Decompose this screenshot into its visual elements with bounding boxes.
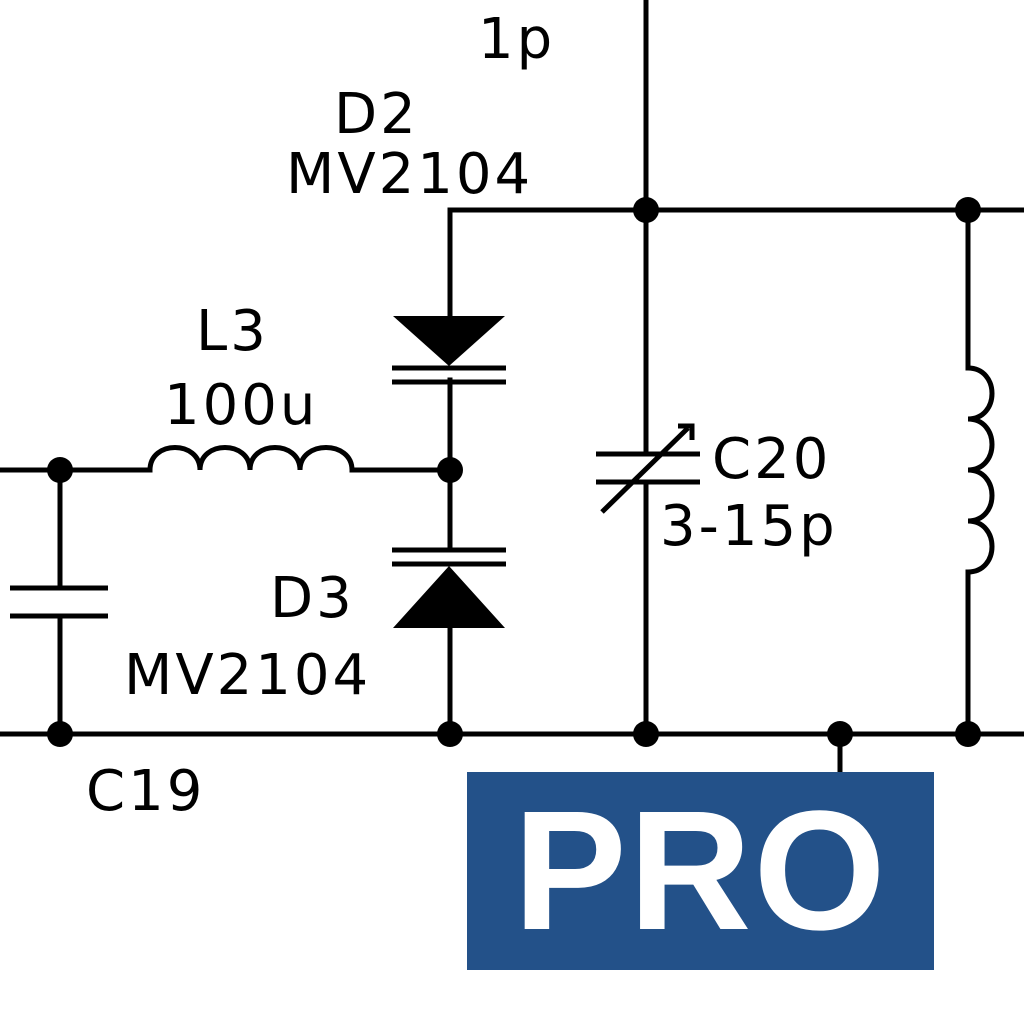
c19-ref-label: C19 — [86, 759, 205, 824]
diode-d2-symbol — [392, 316, 506, 385]
node-bottom-right — [955, 721, 981, 747]
l3-value-label: 100u — [164, 373, 318, 438]
d2-ref-label: D2 — [334, 82, 419, 147]
d3-part-label: MV2104 — [124, 643, 371, 708]
node-left — [47, 457, 73, 483]
c20-value-label: 3-15p — [660, 494, 838, 559]
capacitor-c19-symbol — [10, 585, 108, 619]
c20-ref-label: C20 — [712, 427, 831, 492]
diode-d3-symbol — [392, 547, 506, 628]
l3-ref-label: L3 — [196, 299, 269, 364]
node-top-right — [955, 197, 981, 223]
node-diode-mid — [437, 457, 463, 483]
node-top-center — [633, 197, 659, 223]
wires — [0, 0, 1024, 775]
junction-nodes — [47, 197, 981, 747]
cap-top-value-label: 1p — [478, 7, 555, 72]
variable-capacitor-c20-symbol — [596, 423, 700, 514]
node-bottom-stub — [827, 721, 853, 747]
node-bottom-d3 — [437, 721, 463, 747]
inductor-l3-symbol — [147, 445, 355, 473]
node-bottom-c20 — [633, 721, 659, 747]
node-bottom-left — [47, 721, 73, 747]
pro-badge-text: PRO — [513, 776, 888, 966]
pro-badge: PRO — [467, 772, 934, 970]
d2-part-label: MV2104 — [286, 142, 533, 207]
inductor-right-symbol — [965, 365, 995, 575]
d3-ref-label: D3 — [270, 566, 355, 631]
